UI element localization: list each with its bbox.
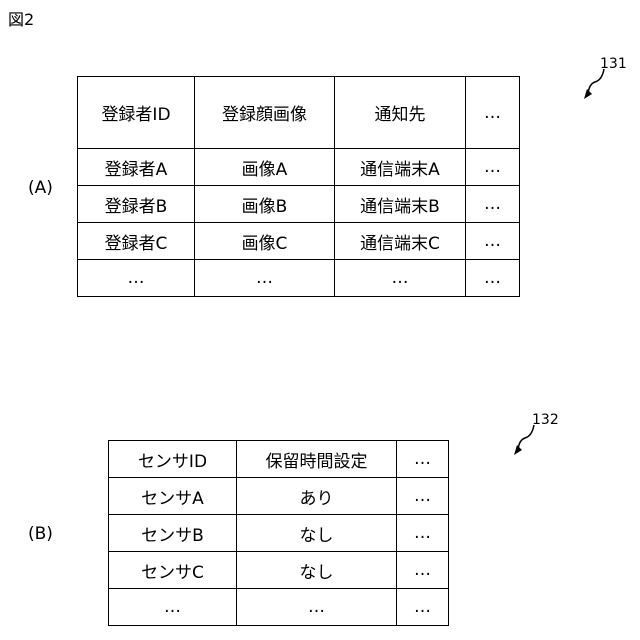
table-row: 登録者C 画像C 通信端末C …	[78, 223, 520, 260]
table-row: センサC なし …	[109, 552, 449, 589]
table-cell: …	[237, 589, 397, 626]
table-cell: センサA	[109, 478, 237, 515]
table-cell: 登録者A	[78, 149, 195, 186]
side-label-a: (A)	[28, 178, 53, 198]
sensor-table: センサID 保留時間設定 … センサA あり … センサB なし … センサC …	[108, 440, 449, 626]
table-cell: 通信端末A	[335, 149, 466, 186]
table-row: 登録者A 画像A 通信端末A …	[78, 149, 520, 186]
side-label-b: (B)	[28, 524, 53, 544]
table-cell: …	[78, 260, 195, 297]
table-row: … … … …	[78, 260, 520, 297]
header-cell: 保留時間設定	[237, 441, 397, 478]
table-cell: センサB	[109, 515, 237, 552]
table-cell: …	[466, 149, 520, 186]
table-cell: …	[195, 260, 335, 297]
header-cell: 登録者ID	[78, 77, 195, 149]
header-cell: …	[397, 441, 449, 478]
table-cell: 画像A	[195, 149, 335, 186]
table-row: センサA あり …	[109, 478, 449, 515]
table-cell: センサC	[109, 552, 237, 589]
table-cell: あり	[237, 478, 397, 515]
table-cell: なし	[237, 552, 397, 589]
figure-title: 図2	[8, 6, 34, 30]
header-cell: …	[466, 77, 520, 149]
table-cell: …	[397, 515, 449, 552]
table-cell: 画像C	[195, 223, 335, 260]
table-cell: …	[397, 552, 449, 589]
ref-arrow-icon	[580, 66, 610, 104]
table-row: … … …	[109, 589, 449, 626]
table-row: 登録者B 画像B 通信端末B …	[78, 186, 520, 223]
header-cell: 通知先	[335, 77, 466, 149]
table-cell: 画像B	[195, 186, 335, 223]
table-cell: …	[466, 223, 520, 260]
table-header-row: 登録者ID 登録顔画像 通知先 …	[78, 77, 520, 149]
table-cell: なし	[237, 515, 397, 552]
table-cell: …	[466, 186, 520, 223]
table-cell: …	[397, 589, 449, 626]
table-cell: 通信端末C	[335, 223, 466, 260]
table-cell: 通信端末B	[335, 186, 466, 223]
table-cell: …	[397, 478, 449, 515]
table-cell: …	[335, 260, 466, 297]
table-cell: …	[466, 260, 520, 297]
ref-arrow-icon	[510, 422, 540, 460]
table-row: センサB なし …	[109, 515, 449, 552]
header-cell: センサID	[109, 441, 237, 478]
table-cell: 登録者C	[78, 223, 195, 260]
table-cell: …	[109, 589, 237, 626]
header-cell: 登録顔画像	[195, 77, 335, 149]
registrant-table: 登録者ID 登録顔画像 通知先 … 登録者A 画像A 通信端末A … 登録者B …	[77, 76, 520, 297]
table-cell: 登録者B	[78, 186, 195, 223]
table-header-row: センサID 保留時間設定 …	[109, 441, 449, 478]
